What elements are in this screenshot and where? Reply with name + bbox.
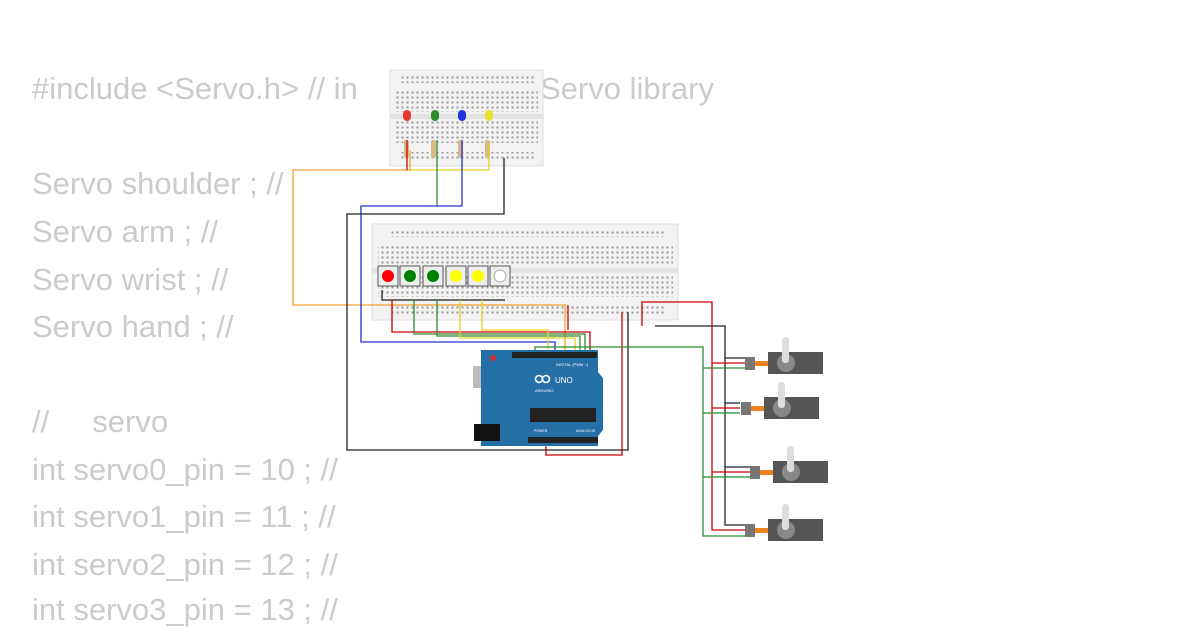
header-label: DIGITAL (PWM ~) <box>556 362 589 367</box>
breadboard-small <box>389 69 544 167</box>
servo-1 <box>745 337 823 374</box>
servo-4 <box>745 504 823 541</box>
code-line: #include <Servo.h> // in <box>32 71 358 106</box>
code-line: Servo hand ; // <box>32 309 234 344</box>
led-red <box>403 110 411 121</box>
code-line: int servo3_pin = 13 ; // <box>32 592 338 627</box>
code-line: Servo wrist ; // <box>32 262 229 297</box>
led-yellow <box>485 110 493 121</box>
code-line: Servo arm ; // <box>32 214 219 249</box>
code-line: int servo2_pin = 12 ; // <box>32 547 338 582</box>
led-blue <box>458 110 466 121</box>
arduino-uno[interactable]: DIGITAL (PWM ~) UNO ARDUINO POWER ANALOG… <box>473 350 603 446</box>
code-line: int servo1_pin = 11 ; // <box>32 499 336 534</box>
code-line-fragment: Servo library <box>540 71 714 106</box>
brand-label: ARDUINO <box>535 388 553 393</box>
wires <box>292 140 750 537</box>
code-line: int servo0_pin = 10 ; // <box>32 452 338 487</box>
pushbuttons[interactable] <box>377 265 511 287</box>
breadboard-large <box>371 223 679 321</box>
servo-3 <box>750 446 828 483</box>
arduino-logo-icon <box>534 374 551 384</box>
code-line: Servo shoulder ; // <box>32 166 284 201</box>
code-line: // servo <box>32 404 169 439</box>
analog-label: ANALOG IN <box>576 429 596 433</box>
power-jack <box>474 424 500 441</box>
led-green <box>431 110 439 121</box>
board-label: UNO <box>555 376 573 385</box>
servo-2 <box>741 382 819 419</box>
power-label: POWER <box>534 429 548 433</box>
servo-motors[interactable] <box>741 337 828 541</box>
